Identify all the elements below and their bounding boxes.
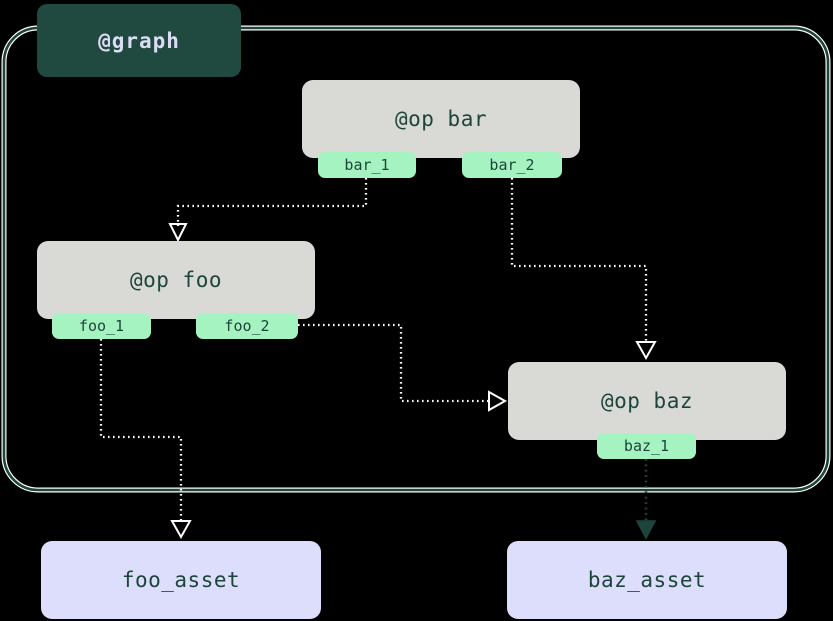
port-bar-1-label: bar_1 (344, 156, 390, 174)
node-op-baz-label: @op baz (600, 389, 693, 413)
port-baz-1-label: baz_1 (623, 437, 670, 455)
port-foo-1[interactable]: foo_1 (52, 313, 151, 339)
edge-foo1-to-fooasset (99, 339, 192, 540)
port-bar-1[interactable]: bar_1 (318, 152, 416, 178)
node-foo-asset-label: foo_asset (121, 568, 241, 592)
node-op-bar[interactable]: @op bar (302, 80, 580, 158)
node-op-baz[interactable]: @op baz (508, 362, 786, 440)
port-foo-2[interactable]: foo_2 (196, 313, 298, 339)
port-baz-1[interactable]: baz_1 (597, 433, 696, 459)
graph-cluster-label-text: @graph (98, 28, 180, 53)
node-op-foo-label: @op foo (129, 268, 222, 292)
node-op-bar-label: @op bar (394, 107, 487, 131)
port-bar-2-label: bar_2 (489, 156, 535, 174)
edge-baz1-to-bazasset (635, 459, 657, 540)
node-foo-asset[interactable]: foo_asset (41, 541, 321, 619)
edge-bar2-to-baz (510, 178, 657, 361)
node-baz-asset[interactable]: baz_asset (507, 541, 787, 619)
port-foo-2-label: foo_2 (224, 317, 270, 335)
graph-cluster-label: @graph (37, 4, 241, 77)
node-baz-asset-label: baz_asset (587, 568, 707, 592)
edge-foo2-to-baz (298, 323, 508, 412)
port-bar-2[interactable]: bar_2 (462, 152, 562, 178)
edge-bar1-to-foo (168, 178, 368, 243)
port-foo-1-label: foo_1 (78, 317, 125, 335)
node-op-foo[interactable]: @op foo (37, 241, 315, 319)
